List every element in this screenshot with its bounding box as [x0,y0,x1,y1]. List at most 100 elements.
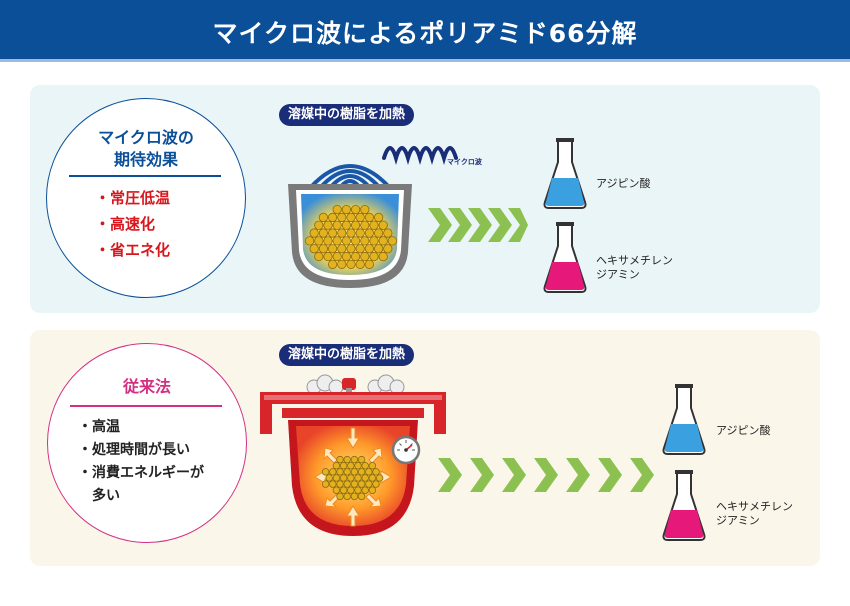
process-label-pill: 溶媒中の樹脂を加熱 [279,104,414,126]
resin-pellet [326,475,333,482]
resin-pellet [340,487,347,494]
resin-pellet [347,260,355,268]
resin-pellet [310,244,318,252]
resin-pellet [365,213,373,221]
resin-pellet [305,237,313,245]
point-item: ・高温 [78,416,204,439]
resin-pellet [355,462,362,469]
benefit-item: ・常圧低温 [95,185,170,211]
resin-pellet [333,205,341,213]
resin-pellet [347,213,355,221]
resin-pellet [328,260,336,268]
resin-pellet [365,260,373,268]
resin-pellet [379,237,387,245]
resin-pellet [340,462,347,469]
resin-pellet [376,475,383,482]
resin-pellet [333,462,340,469]
resin-pellet [365,244,373,252]
circle-title-line2: 期待効果 [47,149,245,171]
microwave-benefits-circle: マイクロ波の 期待効果 ・常圧低温 ・高速化 ・省エネ化 [46,98,246,298]
resin-pellet [342,252,350,260]
process-label-pill: 溶媒中の樹脂を加熱 [279,344,414,366]
flask-icon [543,138,587,210]
product-2-line2: ジアミン [716,514,793,528]
resin-pellet [338,260,346,268]
resin-pellet [344,469,351,476]
product-2-line2: ジアミン [596,268,673,282]
product-1-label: アジピン酸 [716,424,771,438]
resin-pellet [347,475,354,482]
resin-pellet [388,237,396,245]
resin-pellet [328,244,336,252]
resin-pellet [322,469,329,476]
resin-pellet [333,487,340,494]
resin-pellet [347,487,354,494]
resin-pellet [374,229,382,237]
product-2-label: ヘキサメチレン ジアミン [716,500,793,528]
resin-pellet [373,469,380,476]
chevron-arrow-icon [438,458,654,492]
page-title: マイクロ波によるポリアミド66分解 [0,14,850,50]
conventional-circle-title: 従来法 [48,376,246,398]
product-2-label: ヘキサメチレン ジアミン [596,254,673,282]
resin-pellet [344,456,351,463]
resin-pellet [351,456,358,463]
resin-pellet [319,213,327,221]
resin-pellet [351,221,359,229]
resin-pellet [333,475,340,482]
resin-pellet [369,462,376,469]
flask-icon [662,470,706,542]
resin-pellet [351,205,359,213]
benefit-item: ・高速化 [95,211,170,237]
resin-pellet [338,244,346,252]
resin-pellet [384,229,392,237]
resin-pellet [370,237,378,245]
microwave-circle-title: マイクロ波の 期待効果 [47,127,245,171]
resin-pellet [369,487,376,494]
resin-pellet [351,493,358,500]
resin-pellet [337,493,344,500]
chevron-arrow-icon [428,208,528,242]
resin-pellet [384,244,392,252]
resin-pellet [329,469,336,476]
header-bar: マイクロ波によるポリアミド66分解 [0,0,850,62]
resin-pellet [365,481,372,488]
pellet-cluster [322,456,384,500]
resin-pellet [342,205,350,213]
circle-divider [70,405,222,407]
resin-pellet [351,252,359,260]
resin-pellet [333,237,341,245]
conventional-circle: 従来法 ・高温 ・処理時間が長い ・消費エネルギーが 多い [47,343,247,543]
resin-pellet [347,462,354,469]
resin-pellet [337,456,344,463]
resin-pellet [347,229,355,237]
resin-pellet [365,469,372,476]
resin-pellet [342,237,350,245]
resin-pellet [358,469,365,476]
resin-pellet [351,469,358,476]
resin-pellet [361,252,369,260]
resin-pellet [365,229,373,237]
conventional-points-list: ・高温 ・処理時間が長い ・消費エネルギーが 多い [78,416,204,508]
resin-pellet [362,475,369,482]
resin-pellet [333,221,341,229]
product-1-label: アジピン酸 [596,177,651,191]
microwave-logo-label: マイクロ波 [447,157,482,167]
resin-pellet [324,221,332,229]
benefits-list: ・常圧低温 ・高速化 ・省エネ化 [95,185,170,263]
resin-pellet [338,229,346,237]
resin-pellet [310,229,318,237]
resin-pellet [347,244,355,252]
resin-pellet [355,487,362,494]
resin-pellet [379,221,387,229]
circle-title-line1: マイクロ波の [47,127,245,149]
resin-pellet [361,205,369,213]
flask-icon [662,384,706,456]
resin-pellet [369,475,376,482]
resin-pellet [344,481,351,488]
resin-pellet [324,237,332,245]
resin-pellet [358,481,365,488]
resin-pellet [337,481,344,488]
pressure-gauge-icon [391,435,421,465]
resin-pellet [362,487,369,494]
